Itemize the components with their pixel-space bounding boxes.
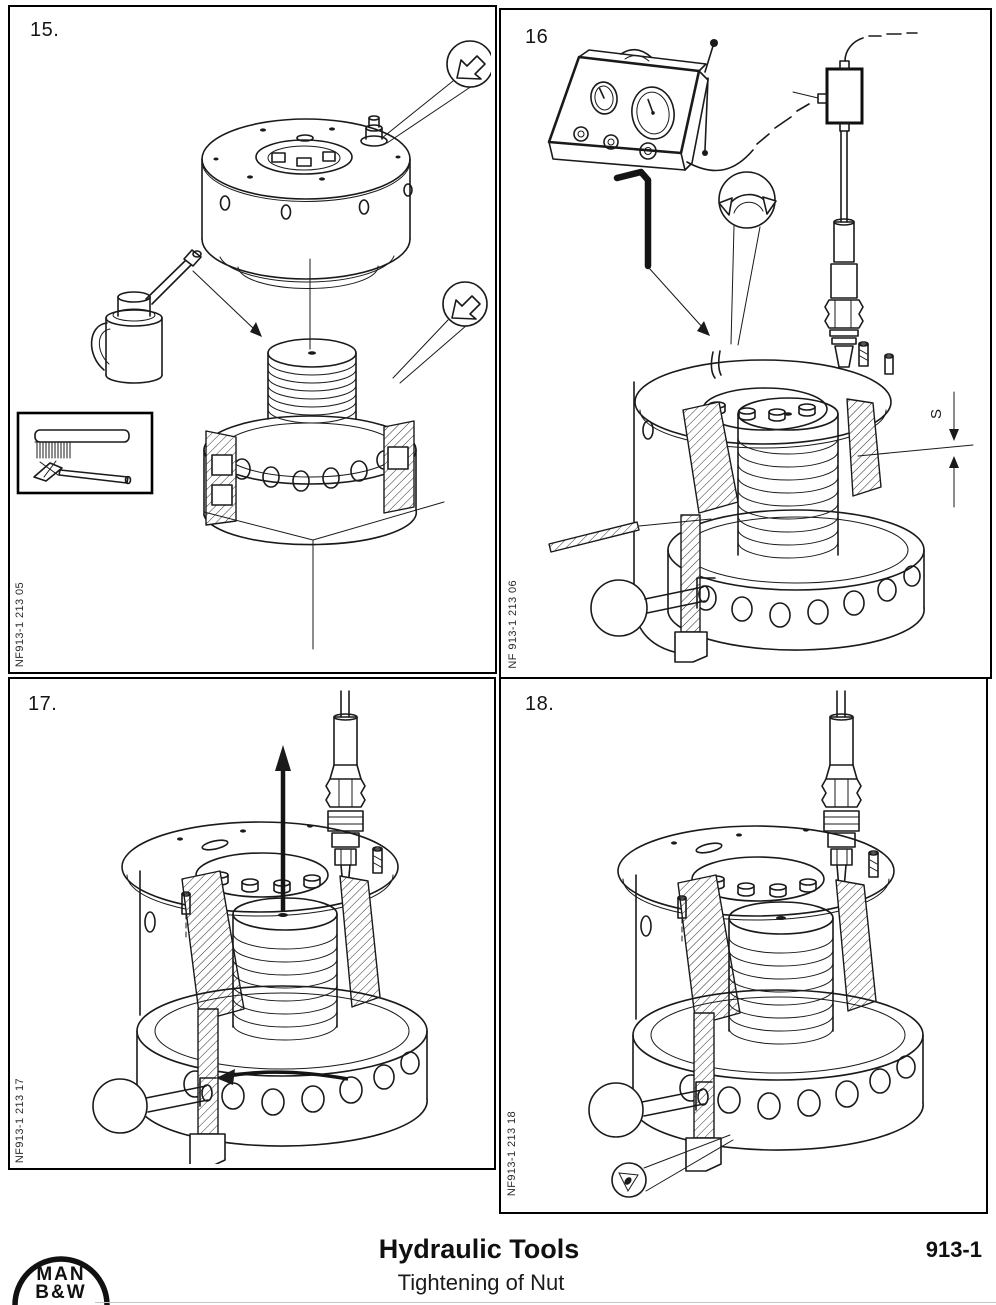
panel-15-illustration [16, 40, 491, 650]
turn-direction-icon [381, 40, 491, 144]
apply-oil-arrow [192, 270, 262, 337]
page-number: 913-1 [925, 1237, 982, 1262]
nut-centerline [203, 501, 445, 650]
scan-edge-line [95, 1302, 996, 1303]
turn-direction-icon [392, 281, 488, 384]
oil-can [90, 249, 202, 384]
cleaning-tools-box [16, 411, 154, 495]
locking-pin-callout [611, 1134, 734, 1198]
hydraulic-pump-unit [547, 39, 810, 172]
figure-reference: NF 913-1 213 06 [507, 580, 519, 669]
dimension-s-label: S [928, 409, 945, 419]
panel-18: 18. NF913-1 213 18 [499, 677, 988, 1214]
panel-17-illustration [92, 690, 428, 1164]
high-pressure-hose [325, 690, 366, 900]
man-bw-logo: MAN B&W [12, 1239, 110, 1305]
panel-number: 18. [525, 693, 555, 715]
hex-key [613, 168, 710, 336]
hydraulic-jack-section [92, 821, 428, 1164]
hydraulic-jack-section [548, 341, 925, 663]
figure-reference: NF913-1 213 18 [506, 1110, 518, 1196]
lift-arrow [275, 745, 291, 917]
high-pressure-hose [821, 690, 862, 902]
page-subtitle: Tightening of Nut [397, 1270, 565, 1295]
panel-number: 17. [28, 693, 58, 715]
panel-16: S 16 NF 913-1 213 06 [499, 8, 992, 679]
upper-tool-ring [201, 115, 413, 289]
panel-16-illustration: S [547, 32, 974, 663]
figure-reference: NF913-1 213 05 [14, 581, 26, 667]
dimension-s: S [857, 391, 974, 508]
rotate-icon [718, 171, 777, 346]
panel-15: 15. NF913-1 213 05 [8, 5, 497, 674]
man-bw-logo-arc [12, 1256, 110, 1305]
logo-text-man: MAN [36, 1264, 86, 1285]
rotation-arrow [216, 1069, 349, 1085]
hydraulic-jack-section [588, 825, 924, 1172]
panel-number: 15. [30, 19, 60, 41]
panel-number: 16 [525, 26, 549, 48]
figure-reference: NF913-1 213 17 [14, 1077, 26, 1163]
page-title: Hydraulic Tools [378, 1234, 580, 1264]
panel-18-illustration [588, 690, 924, 1198]
stud-and-round-nut [203, 338, 418, 546]
high-pressure-hose [824, 130, 864, 368]
logo-text-bw: B&W [35, 1282, 87, 1303]
panel-17: 17. NF913-1 213 17 [8, 677, 496, 1170]
distributor-block [792, 32, 918, 132]
